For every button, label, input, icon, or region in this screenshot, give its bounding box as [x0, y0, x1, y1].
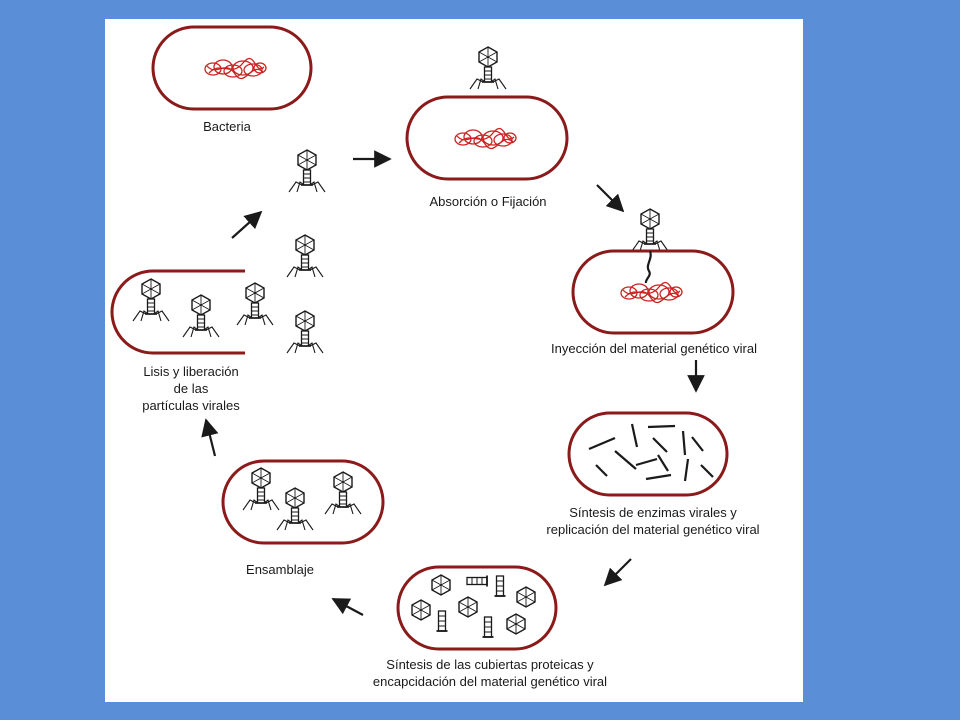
capsid-head-icon — [516, 586, 536, 608]
label-lysis-line3: partículas virales — [142, 398, 240, 413]
label-enzyme-synthesis-line1: Síntesis de enzimas virales y — [569, 505, 737, 520]
bacterium-cell — [405, 95, 569, 181]
bacterium-cell — [151, 25, 313, 111]
tail-icon — [481, 616, 495, 638]
bacterium-cell — [571, 249, 735, 335]
label-lysis-line2: de las — [174, 381, 209, 396]
arrow-to-injection — [596, 184, 625, 213]
tail-icon — [435, 610, 449, 632]
released-phage-icon — [286, 310, 324, 354]
phage-icon — [242, 467, 280, 511]
released-phage-icon — [288, 149, 326, 193]
tail-icon — [493, 575, 507, 597]
injected-dna-strand — [644, 250, 652, 284]
cycle-arrows — [201, 150, 705, 616]
bacterial-dna-icon — [204, 57, 267, 80]
phage-icon — [236, 282, 274, 326]
label-assembly: Ensamblaje — [246, 562, 314, 577]
arrow-to-lysis — [201, 418, 219, 457]
white-panel: Bacteria Absorción o Fijación Inyección … — [105, 19, 803, 702]
enzyme-synthesis-stage: Síntesis de enzimas virales y replicació… — [546, 411, 760, 537]
phage-icon — [631, 208, 669, 252]
phage-icon — [182, 294, 220, 338]
lysis-stage: Lisis y liberación de las partículas vir… — [110, 149, 326, 413]
bacterium-cell — [567, 411, 729, 497]
bacterium-cell — [221, 459, 385, 545]
bacterial-dna-icon — [620, 281, 683, 304]
capsid-head-icon — [431, 574, 451, 596]
arrow-to-free-phage — [231, 210, 263, 239]
phage-icon — [324, 471, 362, 515]
coat-synthesis-stage: Síntesis de las cubiertas proteicas y en… — [373, 565, 607, 689]
bacterial-dna-icon — [454, 127, 517, 150]
arrow-to-coat-synthesis — [603, 558, 632, 587]
tail-icon — [466, 574, 488, 588]
replicated-dna-fragments — [588, 423, 714, 482]
ruptured-cell — [110, 269, 245, 355]
bacteria-stage: Bacteria — [151, 25, 313, 134]
phage-lytic-cycle-diagram: Bacteria Absorción o Fijación Inyección … — [110, 25, 760, 689]
phage-icon — [469, 46, 507, 90]
released-phage-icon — [286, 234, 324, 278]
label-injection: Inyección del material genético viral — [551, 341, 757, 356]
label-absorption: Absorción o Fijación — [429, 194, 546, 209]
assembly-stage: Ensamblaje — [221, 459, 385, 577]
capsid-head-icon — [506, 613, 526, 635]
absorption-stage: Absorción o Fijación — [405, 46, 569, 209]
label-enzyme-synthesis-line2: replicación del material genético viral — [546, 522, 759, 537]
label-lysis-line1: Lisis y liberación — [143, 364, 238, 379]
bacterium-cell — [396, 565, 558, 651]
arrow-to-assembly — [331, 598, 364, 616]
phage-icon — [132, 278, 170, 322]
phage-icon — [276, 487, 314, 531]
injection-stage: Inyección del material genético viral — [551, 208, 757, 356]
capsid-head-icon — [458, 596, 478, 618]
capsid-head-icon — [411, 599, 431, 621]
label-bacteria: Bacteria — [203, 119, 251, 134]
label-coat-synthesis-line1: Síntesis de las cubiertas proteicas y — [386, 657, 594, 672]
label-coat-synthesis-line2: encapcidación del material genético vira… — [373, 674, 607, 689]
